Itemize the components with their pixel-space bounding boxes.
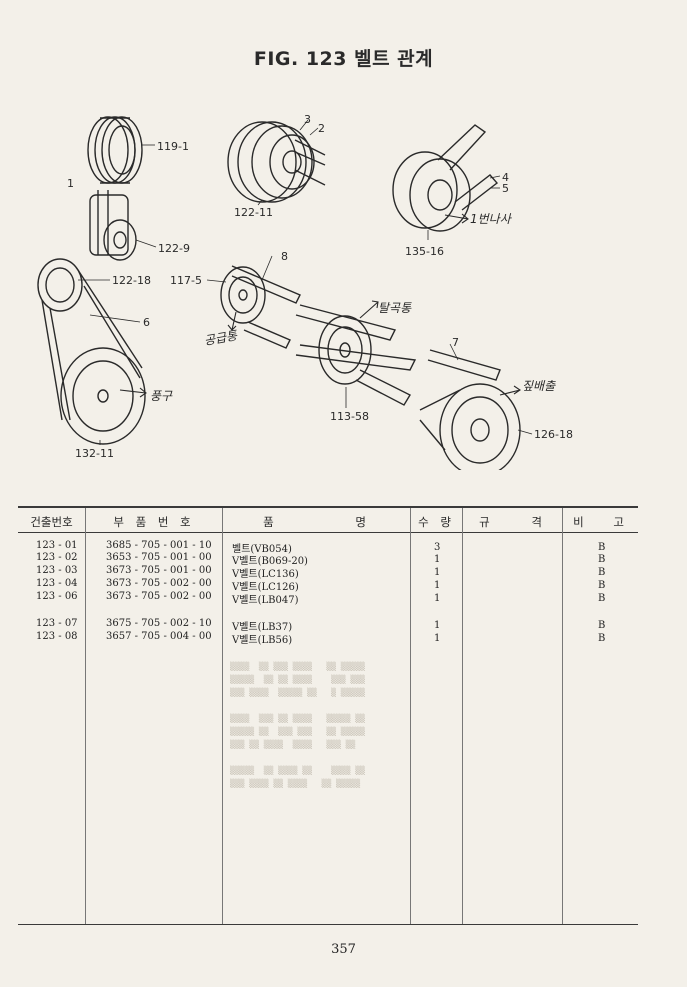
note-grain-cylinder: 탈곡통	[378, 301, 412, 315]
cell-remark: B	[598, 542, 606, 553]
pulley-122-11	[227, 121, 326, 203]
note-first-screw: 1번나사	[470, 212, 513, 226]
header-name: 품 명	[263, 515, 370, 529]
bleed-through-texture: ▒▒▒▒ ▒▒ ▒▒▒ ▒▒▒▒ ▒▒ ▒▒▒▒▒ ▒▒▒▒▒ ▒▒ ▒▒ ▒▒…	[230, 662, 365, 788]
table-top-rule	[18, 506, 638, 508]
cell-qty: 1	[434, 593, 441, 604]
cell-ref-no: 123 - 07	[36, 618, 78, 629]
callout-5: 5	[502, 182, 509, 195]
callout-132-11: 132-11	[75, 447, 114, 460]
cell-qty: 3	[434, 542, 441, 553]
header-remark: 비 고	[573, 515, 628, 529]
callout-135-16: 135-16	[405, 245, 444, 258]
callout-7: 7	[452, 336, 459, 349]
cell-ref-no: 123 - 04	[36, 578, 78, 589]
cell-part-no: 3675 - 705 - 002 - 10	[106, 618, 212, 629]
cell-part-no: 3653 - 705 - 001 - 00	[106, 552, 212, 563]
callout-113-58: 113-58	[330, 410, 369, 423]
cell-name: V벨트(LC126)	[232, 582, 299, 593]
page-number: 357	[331, 942, 356, 957]
cell-part-no: 3657 - 705 - 004 - 00	[106, 631, 212, 642]
cell-remark: B	[598, 567, 606, 578]
cell-part-no: 3685 - 705 - 001 - 10	[106, 540, 212, 551]
header-spec: 규 격	[479, 515, 546, 529]
cell-qty: 1	[434, 580, 441, 591]
header-qty: 수 량	[418, 515, 455, 529]
callout-8: 8	[281, 250, 288, 263]
callout-117-5: 117-5	[170, 274, 202, 287]
cell-part-no: 3673 - 705 - 002 - 00	[106, 578, 212, 589]
callout-4: 4	[502, 171, 509, 184]
pulley-135-16	[392, 124, 499, 232]
column-divider	[85, 508, 86, 924]
cell-qty: 1	[434, 633, 441, 644]
column-divider	[462, 508, 463, 924]
column-divider	[410, 508, 411, 924]
callout-6: 6	[143, 316, 150, 329]
cell-remark: B	[598, 620, 606, 631]
belt-diagram: 119-1 1 122-9 3 2 122-11 4 5 135-16 122-…	[37, 113, 573, 470]
callout-119-1: 119-1	[157, 140, 189, 153]
callout-3: 3	[304, 113, 311, 126]
cell-part-no: 3673 - 705 - 001 - 00	[106, 565, 212, 576]
cell-name: 벨트(VB054)	[232, 544, 292, 555]
cell-name: V벨트(B069-20)	[232, 556, 308, 567]
column-divider	[562, 508, 563, 924]
cell-name: V벨트(LB047)	[232, 595, 299, 606]
callout-122-11: 122-11	[234, 206, 273, 219]
cell-name: V벨트(LB56)	[232, 635, 293, 646]
callout-126-18: 126-18	[534, 428, 573, 441]
table-header-rule	[18, 532, 638, 533]
cell-ref-no: 123 - 02	[36, 552, 78, 563]
cell-name: V벨트(LB37)	[232, 622, 293, 633]
note-feed-cylinder: 공급통	[203, 328, 239, 348]
cell-remark: B	[598, 554, 606, 565]
cell-ref-no: 123 - 08	[36, 631, 78, 642]
cell-qty: 1	[434, 567, 441, 578]
cell-ref-no: 123 - 06	[36, 591, 78, 602]
note-straw-cutter: 짚배출	[522, 379, 556, 393]
pulley-122-9	[89, 190, 137, 261]
cell-remark: B	[598, 593, 606, 604]
belt-6-assembly	[37, 258, 146, 445]
cell-part-no: 3673 - 705 - 002 - 00	[106, 591, 212, 602]
note-fan: 풍구	[150, 389, 173, 403]
cell-ref-no: 123 - 01	[36, 540, 78, 551]
cell-ref-no: 123 - 03	[36, 565, 78, 576]
belt-8-assembly	[220, 265, 521, 470]
callout-122-9: 122-9	[158, 242, 190, 255]
cell-qty: 1	[434, 554, 441, 565]
header-part-no: 부 품 번 호	[113, 515, 195, 529]
cell-remark: B	[598, 633, 606, 644]
callout-1: 1	[67, 177, 74, 190]
cell-name: V벨트(LC136)	[232, 569, 299, 580]
pulley-119-1	[87, 116, 143, 184]
table-bottom-rule	[18, 924, 638, 925]
page-title: FIG. 123 벨트 관계	[253, 48, 434, 70]
column-divider	[222, 508, 223, 924]
callout-122-18: 122-18	[112, 274, 151, 287]
cell-remark: B	[598, 580, 606, 591]
header-ref-no: 건출번호	[30, 515, 73, 529]
cell-qty: 1	[434, 620, 441, 631]
callout-2: 2	[318, 122, 325, 135]
